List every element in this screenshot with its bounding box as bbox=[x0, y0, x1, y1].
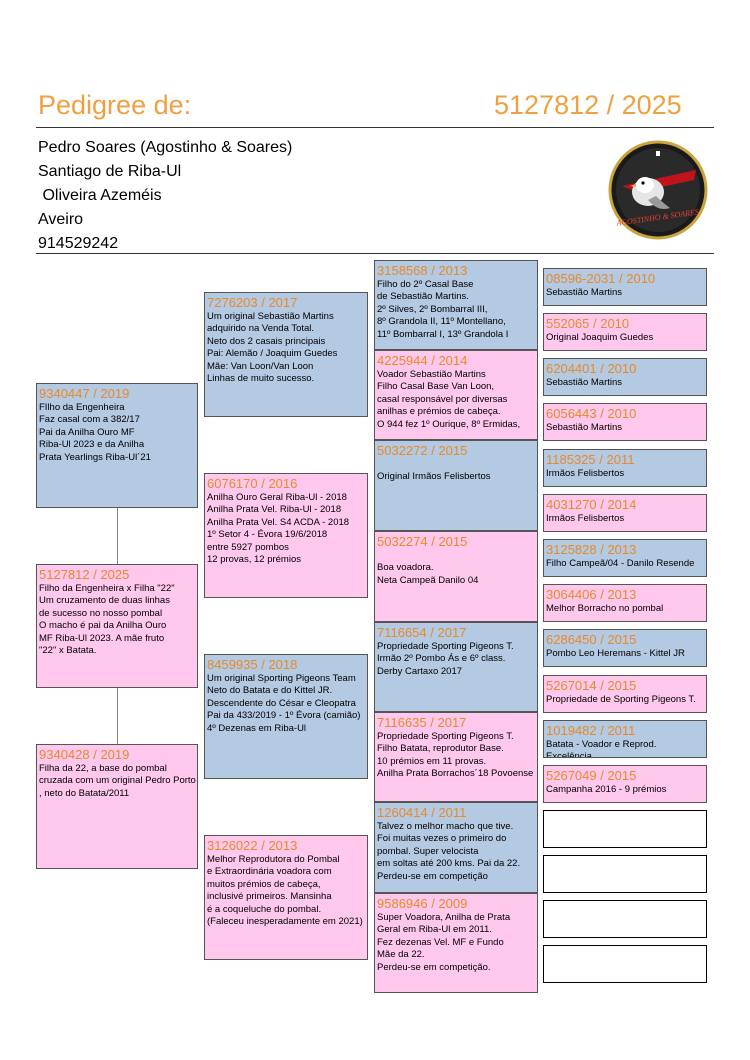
gen4-box-4[interactable]: 6056443 / 2010 Sebastião Martins bbox=[543, 403, 707, 441]
gen4-box-10[interactable]: 5267014 / 2015 Propriedade de Sporting P… bbox=[543, 675, 707, 713]
sire-sire-box[interactable]: 7276203 / 2017 Um original Sebastião Mar… bbox=[204, 292, 368, 417]
pigeon-notes: Pombo Leo Heremans - Kittel JR bbox=[546, 648, 685, 659]
ring-number: 5127812 / 2025 bbox=[39, 567, 130, 582]
ggp-box-6[interactable]: 7116635 / 2017 Propriedade Sporting Pige… bbox=[374, 712, 538, 802]
ring-number: 7116654 / 2017 bbox=[377, 625, 467, 640]
pigeon-notes: Voador Sebastião Martins Filho Casal Bas… bbox=[377, 369, 521, 430]
pigeon-notes: Propriedade de Sporting Pigeons T. bbox=[546, 694, 696, 705]
pigeon-notes: Propriedade Sporting Pigeons T. Irmão 2º… bbox=[377, 641, 514, 677]
ring-number: 3158568 / 2013 bbox=[377, 263, 468, 278]
ggp-box-1[interactable]: 3158568 / 2013 Filho do 2º Casal Base de… bbox=[374, 260, 538, 350]
ring-number: 08596-2031 / 2010 bbox=[546, 271, 656, 286]
pigeon-notes: Campanha 2016 - 9 prémios bbox=[546, 784, 667, 795]
ring-number: 4031270 / 2014 bbox=[546, 497, 637, 512]
ring-number: 5032272 / 2015 bbox=[377, 443, 468, 458]
pigeon-notes: Original Irmãos Felisbertos bbox=[377, 471, 491, 483]
pigeon-notes: Anilha Ouro Geral Riba-Ul - 2018 Anilha … bbox=[207, 492, 350, 566]
ring-number: 552065 / 2010 bbox=[546, 316, 630, 331]
gen4-box-6[interactable]: 4031270 / 2014 Irmãos Felisbertos bbox=[543, 494, 707, 532]
owner-locality: Santiago de Riba-Ul bbox=[38, 163, 182, 180]
ring-number: 5267014 / 2015 bbox=[546, 678, 637, 693]
pigeon-notes: Sebastião Martins bbox=[546, 422, 623, 433]
ring-number: 9586946 / 2009 bbox=[377, 896, 468, 911]
ggp-box-5[interactable]: 7116654 / 2017 Propriedade Sporting Pige… bbox=[374, 622, 538, 712]
ring-number: 5267049 / 2015 bbox=[546, 768, 637, 783]
gen4-box-11[interactable]: 1019482 / 2011 Batata - Voador e Reprod.… bbox=[543, 720, 707, 758]
pigeon-notes: Sebastião Martins bbox=[546, 377, 623, 388]
pigeon-notes: Propriedade Sporting Pigeons T. Filho Ba… bbox=[377, 731, 534, 780]
ring-number: 9340447 / 2019 bbox=[39, 386, 130, 401]
owner-town: Oliveira Azeméis bbox=[38, 187, 162, 204]
pigeon-notes: Sebastião Martins bbox=[546, 287, 623, 298]
empty-box-2[interactable] bbox=[543, 855, 707, 893]
gen4-box-2[interactable]: 552065 / 2010 Original Joaquim Guedes bbox=[543, 313, 707, 351]
owner-district: Aveiro bbox=[38, 211, 84, 228]
ring-number: 7116635 / 2017 bbox=[377, 715, 467, 730]
gen4-box-7[interactable]: 3125828 / 2013 Filho Campeã/04 - Danilo … bbox=[543, 539, 707, 577]
ggp-box-3[interactable]: 5032272 / 2015 Original Irmãos Felisbert… bbox=[374, 440, 538, 531]
ring-number: 6056443 / 2010 bbox=[546, 406, 637, 421]
ring-number: 4225944 / 2014 bbox=[377, 353, 468, 368]
header-divider bbox=[36, 127, 714, 128]
pigeon-notes: Filho Campeã/04 - Danilo Resende bbox=[546, 558, 695, 569]
pigeon-notes: Melhor Reprodutora do Pombal e Extraordi… bbox=[207, 854, 363, 928]
ggp-box-4[interactable]: 5032274 / 2015 Boa voadora. Neta Campeã … bbox=[374, 531, 538, 622]
ring-number: 5032274 / 2015 bbox=[377, 534, 468, 549]
gen4-box-12[interactable]: 5267049 / 2015 Campanha 2016 - 9 prémios bbox=[543, 765, 707, 803]
pigeon-notes: Filho do 2º Casal Base de Sebastião Mart… bbox=[377, 279, 509, 340]
section-divider bbox=[36, 253, 714, 254]
ring-number: 6076170 / 2016 bbox=[207, 476, 298, 491]
loft-logo: AGOSTINHO & SOARES bbox=[608, 140, 708, 240]
ring-number: 3125828 / 2013 bbox=[546, 542, 637, 557]
owner-phone: 914529242 bbox=[38, 235, 119, 252]
ring-number: 1019482 / 2011 bbox=[546, 723, 636, 738]
empty-box-3[interactable] bbox=[543, 900, 707, 938]
pigeon-notes: FIlho da Engenheira Faz casal com a 382/… bbox=[39, 402, 151, 463]
ring-number: 6286450 / 2015 bbox=[546, 632, 637, 647]
ring-number: 9340428 / 2019 bbox=[39, 747, 130, 762]
owner-name: Pedro Soares (Agostinho & Soares) bbox=[38, 139, 293, 156]
gen4-box-9[interactable]: 6286450 / 2015 Pombo Leo Heremans - Kitt… bbox=[543, 629, 707, 667]
ggp-box-8[interactable]: 9586946 / 2009 Super Voadora, Anilha de … bbox=[374, 893, 538, 993]
pigeon-notes: Irmãos Felisbertos bbox=[546, 513, 625, 524]
gen4-box-5[interactable]: 1185325 / 2011 Irmãos Felisbertos bbox=[543, 449, 707, 487]
pedigree-title: Pedigree de: bbox=[38, 90, 192, 120]
ggp-box-7[interactable]: 1260414 / 2011 Talvez o melhor macho que… bbox=[374, 802, 538, 893]
sire-box[interactable]: 9340447 / 2019 FIlho da Engenheira Faz c… bbox=[36, 383, 198, 508]
dam-sire-box[interactable]: 8459935 / 2018 Um original Sporting Pige… bbox=[204, 654, 368, 779]
pigeon-notes: Boa voadora. Neta Campeã Danilo 04 bbox=[377, 562, 479, 586]
subject-box[interactable]: 5127812 / 2025 Filho da Engenheira x Fil… bbox=[36, 564, 198, 688]
ring-number: 6204401 / 2010 bbox=[546, 361, 637, 376]
pigeon-notes: Um original Sebastião Martins adquirido … bbox=[207, 311, 338, 385]
pigeon-notes: Batata - Voador e Reprod. Excelência. bbox=[546, 739, 657, 758]
gen4-box-1[interactable]: 08596-2031 / 2010 Sebastião Martins bbox=[543, 268, 707, 306]
pigeon-notes: Um original Sporting Pigeons Team Neto d… bbox=[207, 673, 361, 734]
ring-number: 1260414 / 2011 bbox=[377, 805, 467, 820]
pigeon-notes: Melhor Borracho no pombal bbox=[546, 603, 664, 614]
empty-box-1[interactable] bbox=[543, 810, 707, 848]
pigeon-notes: Filho da Engenheira x Filha "22" Um cruz… bbox=[39, 583, 175, 657]
subject-ring-title: 5127812 / 2025 bbox=[494, 90, 682, 120]
ring-number: 8459935 / 2018 bbox=[207, 657, 298, 672]
ring-number: 3064406 / 2013 bbox=[546, 587, 637, 602]
ring-number: 3126022 / 2013 bbox=[207, 838, 298, 853]
pigeon-notes: Super Voadora, Anilha de Prata Geral em … bbox=[377, 912, 511, 973]
sire-dam-box[interactable]: 6076170 / 2016 Anilha Ouro Geral Riba-Ul… bbox=[204, 473, 368, 598]
ggp-box-2[interactable]: 4225944 / 2014 Voador Sebastião Martins … bbox=[374, 350, 538, 440]
owner-details: Pedro Soares (Agostinho & Soares) Santia… bbox=[38, 136, 292, 256]
gen4-box-3[interactable]: 6204401 / 2010 Sebastião Martins bbox=[543, 358, 707, 396]
ring-number: 1185325 / 2011 bbox=[546, 452, 635, 467]
dam-box[interactable]: 9340428 / 2019 Filha da 22, a base do po… bbox=[36, 744, 198, 869]
ring-number: 7276203 / 2017 bbox=[207, 295, 298, 310]
dam-dam-box[interactable]: 3126022 / 2013 Melhor Reprodutora do Pom… bbox=[204, 835, 368, 960]
pigeon-notes: Filha da 22, a base do pombal cruzada co… bbox=[39, 763, 196, 799]
pigeon-notes: Irmãos Felisbertos bbox=[546, 468, 625, 479]
gen4-box-8[interactable]: 3064406 / 2013 Melhor Borracho no pombal bbox=[543, 584, 707, 622]
pigeon-notes: Talvez o melhor macho que tive. Foi muit… bbox=[377, 821, 521, 882]
pigeon-notes: Original Joaquim Guedes bbox=[546, 332, 654, 343]
empty-box-4[interactable] bbox=[543, 945, 707, 983]
